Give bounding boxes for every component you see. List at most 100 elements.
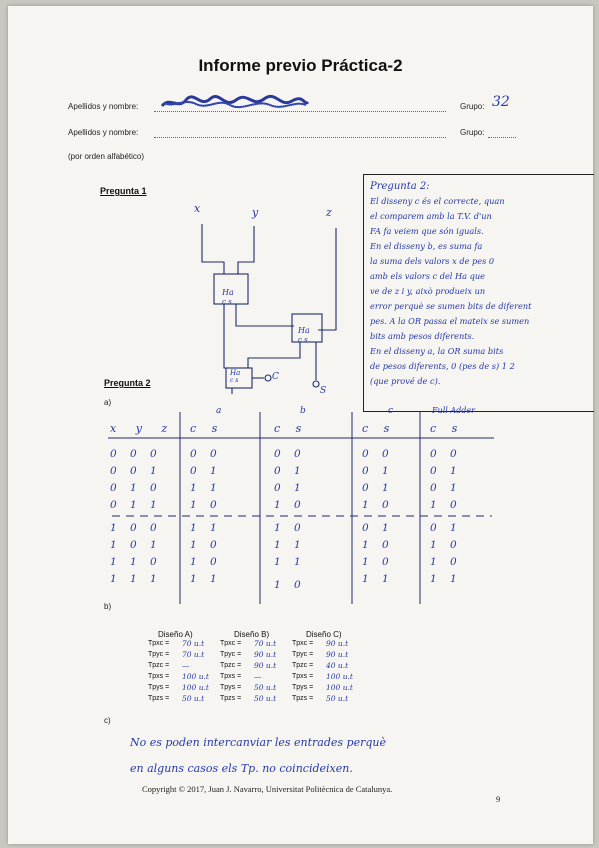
table-cell: 1 1 — [190, 522, 222, 534]
ha3-cs-label: c s — [230, 377, 239, 384]
design-title: Diseño B) — [234, 630, 270, 639]
input-y-label: y — [252, 206, 259, 219]
tp-value: 50 u.t — [326, 694, 349, 703]
table-header: c s — [190, 422, 224, 435]
tp-label: Tpyc = — [220, 651, 242, 658]
table-cell: 0 1 — [430, 482, 462, 494]
input-x-label: x — [194, 202, 201, 215]
tp-value: 100 u.t — [326, 683, 353, 692]
redacted-name-scribble — [160, 95, 310, 109]
part-b-label: b) — [104, 602, 112, 611]
tp-label: Tpxs = — [148, 673, 170, 680]
tp-value: 90 u.t — [254, 650, 277, 659]
name-field-1[interactable] — [154, 110, 446, 112]
table-cell: 1 0 — [430, 539, 462, 551]
table-cell: 1 1 — [362, 573, 394, 585]
table-group-label: Full Adder — [432, 406, 475, 415]
table-cell: 1 1 1 — [110, 573, 162, 585]
table-header: x y z — [110, 422, 176, 435]
tp-value: 70 u.t — [254, 639, 277, 648]
page-number: 9 — [496, 794, 501, 804]
order-note: (por orden alfabético) — [68, 152, 145, 161]
note-line: bits amb pesos diferents. — [370, 331, 475, 341]
note-line: el comparem amb la T.V. d'un — [370, 211, 492, 221]
tp-label: Tpxs = — [220, 673, 242, 680]
note-line: de pesos diferents, 0 (pes de s) 1 2 — [370, 361, 515, 371]
note-line: la suma dels valors x de pes 0 — [370, 256, 495, 266]
table-cell: 1 0 1 — [110, 539, 162, 551]
tp-label: Tpyc = — [148, 651, 170, 658]
table-group-label: c — [388, 406, 394, 416]
table-cell: 1 1 — [190, 482, 222, 494]
table-cell: 0 0 0 — [110, 448, 162, 460]
table-cell: 0 1 — [274, 482, 306, 494]
tp-value: 100 u.t — [182, 683, 209, 692]
table-cell: 1 1 — [190, 573, 222, 585]
output-s-label: S — [320, 386, 327, 396]
table-cell: 1 0 — [362, 499, 394, 511]
note-line: FA fa veiem que són iguals. — [370, 226, 484, 236]
answer-c-line-1: No es poden intercanviar les entrades pe… — [130, 736, 386, 749]
copyright-footer: Copyright © 2017, Juan J. Navarro, Unive… — [142, 784, 393, 794]
pregunta-2-heading: Pregunta 2 — [104, 378, 151, 388]
table-cell: 1 0 — [430, 556, 462, 568]
design-title: Diseño A) — [158, 630, 193, 639]
note-line: amb els valors c del Ha que — [370, 271, 486, 281]
ha3-label: Ha — [230, 369, 241, 377]
note-line: En el disseny a, la OR suma bits — [370, 346, 504, 356]
table-header: c s — [430, 422, 464, 435]
ha2-cs-label: c s — [298, 336, 308, 344]
circuit-diagram — [201, 224, 337, 394]
table-cell: 0 0 — [430, 448, 462, 460]
name-label-1: Apellidos y nombre: — [68, 102, 139, 111]
table-cell: 0 1 — [274, 465, 306, 477]
tp-value: 100 u.t — [182, 672, 209, 681]
table-cell: 1 0 — [274, 499, 306, 511]
design-title: Diseño C) — [306, 630, 342, 639]
tp-value: 40 u.t — [326, 661, 349, 670]
note-line: (que prové de c). — [370, 376, 441, 386]
group-label-2: Grupo: — [460, 128, 485, 137]
table-cell: 1 0 0 — [110, 522, 162, 534]
group-field-2[interactable] — [488, 136, 516, 138]
ha1-label: Ha — [222, 288, 234, 297]
table-cell: 1 1 — [430, 573, 462, 585]
tp-label: Tpys = — [292, 684, 314, 691]
pregunta-1-heading: Pregunta 1 — [100, 186, 147, 196]
table-cell: 0 1 — [430, 465, 462, 477]
tp-label: Tpxc = — [148, 640, 170, 647]
tp-value: — — [254, 672, 262, 681]
table-cell: 1 0 — [274, 579, 306, 591]
table-cell: 1 1 0 — [110, 556, 162, 568]
pregunta-2-note-box: Pregunta 2:El disseny c és el correcte, … — [363, 174, 594, 412]
name-field-2[interactable] — [154, 136, 446, 138]
tp-label: Tpyc = — [292, 651, 314, 658]
tp-label: Tpys = — [148, 684, 170, 691]
tp-value: 70 u.t — [182, 639, 205, 648]
part-c-label: c) — [104, 716, 111, 725]
tp-label: Tpzs = — [148, 695, 170, 702]
tp-value: 90 u.t — [254, 661, 277, 670]
table-cell: 0 0 — [274, 448, 306, 460]
tp-value: 100 u.t — [326, 672, 353, 681]
answer-c-line-2: en alguns casos els Tp. no coincideixen. — [130, 762, 353, 775]
table-cell: 1 1 — [274, 539, 306, 551]
tp-value: 50 u.t — [254, 683, 277, 692]
tp-label: Tpzs = — [220, 695, 242, 702]
tp-value: — — [182, 661, 190, 670]
table-cell: 1 0 — [190, 539, 222, 551]
table-cell: 1 0 — [190, 499, 222, 511]
table-cell: 0 1 1 — [110, 499, 162, 511]
note-line: Pregunta 2: — [370, 181, 430, 192]
name-label-2: Apellidos y nombre: — [68, 128, 139, 137]
table-cell: 1 0 — [190, 556, 222, 568]
truth-table-grid — [108, 412, 494, 604]
tp-label: Tpys = — [220, 684, 242, 691]
table-cell: 0 0 — [190, 448, 222, 460]
table-cell: 1 0 — [362, 556, 394, 568]
table-cell: 0 0 — [362, 448, 394, 460]
table-cell: 1 0 — [362, 539, 394, 551]
group-value-1: 32 — [492, 94, 510, 110]
part-a-label: a) — [104, 398, 112, 407]
